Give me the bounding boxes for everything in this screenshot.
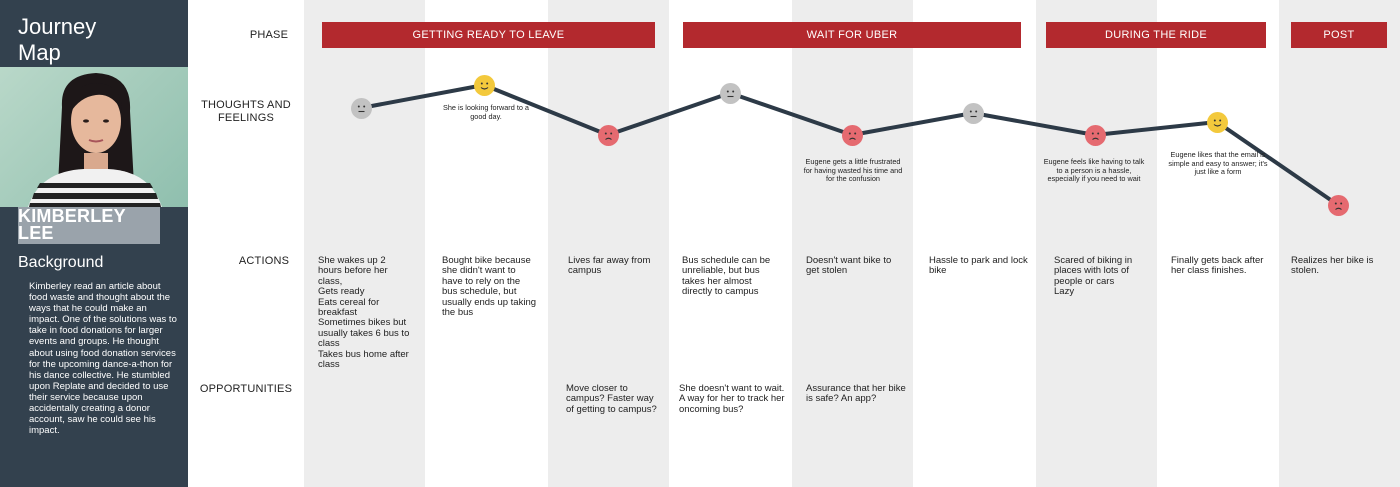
name-line-2: LEE: [18, 223, 54, 243]
column-9: [1279, 0, 1400, 487]
row-label-actions: ACTIONS: [238, 255, 290, 267]
happy-face-icon: [1206, 111, 1228, 133]
persona-photo: [0, 67, 188, 207]
action-cell-1: She wakes up 2 hours before her class, G…: [318, 255, 410, 371]
row-label-thoughts: THOUGHTS AND FEELINGS: [166, 99, 326, 125]
column-5: [792, 0, 913, 487]
thought-note-3: Eugene feels like having to talk to a pe…: [1043, 157, 1145, 184]
name-plate: [18, 207, 160, 244]
phase-bar-during-ride: DURING THE RIDE: [1046, 22, 1266, 48]
column-1: [304, 0, 425, 487]
sad-face-icon: [1327, 194, 1349, 216]
thought-note-4: Eugene likes that the email is simple an…: [1168, 150, 1268, 177]
background-text: Kimberley read an article about food was…: [29, 281, 177, 437]
row-label-opportunities: OPPORTUNITIES: [199, 383, 293, 395]
phase-bar-wait-for-uber: WAIT FOR UBER: [683, 22, 1021, 48]
background-heading: Background: [18, 254, 104, 271]
thought-note-2: Eugene gets a little frustrated for havi…: [803, 157, 903, 184]
neutral-face-icon: [962, 102, 984, 124]
action-cell-4: Bus schedule can be unreliable, but bus …: [682, 255, 771, 298]
name-line-1: KIMBERLEY: [18, 206, 126, 226]
page-title: Journey Map: [18, 14, 178, 66]
action-cell-6: Hassle to park and lock bike: [929, 255, 1028, 277]
row-label-thoughts-line-2: FEELINGS: [217, 112, 274, 124]
persona-name: KIMBERLEY LEE: [18, 206, 168, 243]
sad-face-icon: [1084, 124, 1106, 146]
title-line-2: Map: [18, 40, 61, 65]
column-7: [1036, 0, 1157, 487]
opportunity-cell-1: Move closer to campus? Faster way of get…: [566, 383, 657, 415]
thought-note-1: She is looking forward to a good day.: [443, 103, 529, 121]
title-line-1: Journey: [18, 14, 97, 39]
action-cell-3: Lives far away from campus: [568, 255, 651, 277]
sad-face-icon: [597, 124, 619, 146]
neutral-face-icon: [350, 97, 372, 119]
opportunity-cell-3: Assurance that her bike is safe? An app?: [806, 383, 906, 405]
happy-face-icon: [473, 74, 495, 96]
sad-face-icon: [841, 124, 863, 146]
phase-bar-getting-ready: GETTING READY TO LEAVE: [322, 22, 655, 48]
phase-bar-post: POST: [1291, 22, 1387, 48]
persona-sidebar: Journey Map KIMBERLEY LEE Backgr: [0, 0, 188, 487]
action-cell-7: Scared of biking in places with lots of …: [1054, 255, 1133, 298]
action-cell-9: Realizes her bike is stolen.: [1291, 255, 1374, 277]
opportunity-cell-2: She doesn't want to wait. A way for her …: [679, 383, 785, 415]
neutral-face-icon: [719, 82, 741, 104]
row-label-phase: PHASE: [249, 29, 289, 41]
column-3: [548, 0, 669, 487]
action-cell-2: Bought bike because she didn't want to h…: [442, 255, 537, 319]
action-cell-8: Finally gets back after her class finish…: [1171, 255, 1264, 277]
row-label-thoughts-line-1: THOUGHTS AND: [201, 99, 291, 111]
action-cell-5: Doesn't want bike to get stolen: [806, 255, 892, 277]
